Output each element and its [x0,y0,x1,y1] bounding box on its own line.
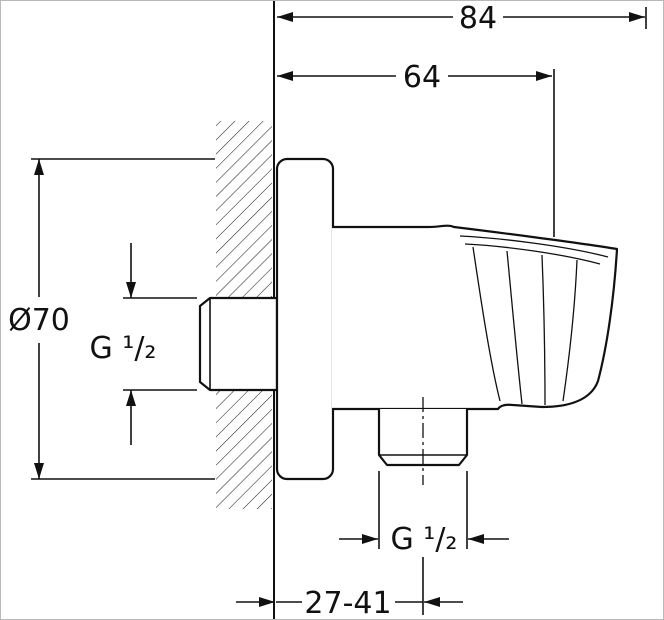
arrow-left-icon [424,597,440,607]
dimension-outlet-thread: G ¹/₂ [339,471,509,557]
fixture [198,157,619,485]
arrow-right-icon [259,597,275,607]
cup-cone-line-3 [541,254,546,406]
cup-rim-inner-line-2 [464,243,601,265]
cup-rim-inner-line-1 [459,235,609,258]
inlet-thread [198,296,279,392]
dimension-84: 84 [277,1,647,36]
body-and-holder-outline [332,224,619,411]
dimension-dia70: Ø70 [8,158,215,480]
depth-range-label: 27-41 [304,586,391,620]
cup-cone-line-2 [506,250,523,405]
arrow-down-icon [34,463,44,479]
arrow-left-icon [277,71,293,81]
arrow-right-icon [629,12,645,22]
dimension-27-41: 27-41 [236,557,463,620]
dim-64-label: 64 [403,60,441,95]
arrow-down-icon [126,282,136,298]
arrow-up-icon [34,159,44,175]
dimension-inlet-thread: G ¹/₂ [90,243,197,445]
flange [275,157,335,481]
dim-84-label: 84 [459,1,497,36]
arrow-right-icon [536,71,552,81]
arrow-left-icon [277,12,293,22]
dimension-64: 64 [277,60,555,237]
arrow-up-icon [126,390,136,406]
dim-dia70-label: Ø70 [8,303,70,338]
outlet-thread-label: G ¹/₂ [391,522,458,557]
inlet-thread-label: G ¹/₂ [90,331,157,366]
cup-cone-line-1 [472,246,501,402]
cup-cone-line-4 [562,259,578,402]
arrow-right-icon [362,534,378,544]
arrow-left-icon [468,534,484,544]
